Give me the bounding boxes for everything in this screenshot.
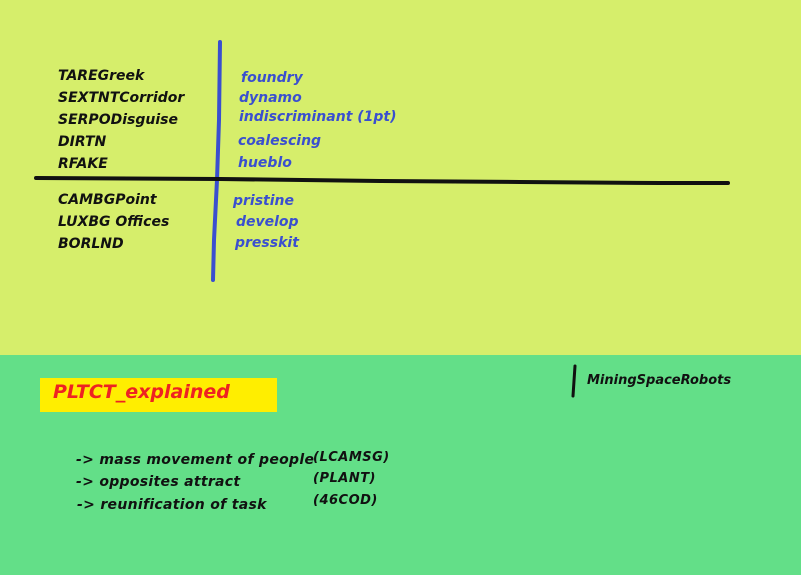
right-label-1: foundry — [241, 70, 303, 86]
right-label-5: hueblo — [238, 155, 292, 171]
side-label: MiningSpaceRobots — [587, 373, 732, 388]
explanation-item-3: -> reunification of task — [77, 497, 267, 513]
right-label-7: develop — [236, 214, 299, 230]
explanation-code-2: (PLANT) — [313, 471, 377, 486]
section-title: PLTCT_explained — [53, 381, 230, 403]
explanation-item-2: -> opposites attract — [76, 474, 241, 490]
right-label-2: dynamo — [239, 90, 302, 106]
explanation-code-1: (LCAMSG) — [313, 450, 390, 465]
explanation-code-3: (46COD) — [313, 493, 378, 508]
left-label-7: LUXBG Offices — [58, 214, 170, 230]
left-label-8: BORLND — [58, 236, 124, 252]
right-label-3: indiscriminant (1pt) — [239, 109, 397, 125]
explanation-item-1: -> mass movement of people — [76, 452, 315, 468]
top-panel — [0, 0, 801, 355]
right-label-4: coalescing — [238, 133, 322, 149]
left-label-6: CAMBGPoint — [58, 192, 157, 208]
left-label-4: DIRTN — [58, 134, 107, 150]
left-label-1: TAREGreek — [58, 68, 145, 84]
left-label-2: SEXTNTCorridor — [58, 90, 185, 106]
left-label-3: SERPODisguise — [58, 112, 178, 128]
right-label-6: pristine — [233, 193, 295, 209]
right-label-8: presskit — [235, 235, 299, 251]
section-title-highlight — [40, 378, 277, 412]
left-label-5: RFAKE — [58, 156, 108, 172]
